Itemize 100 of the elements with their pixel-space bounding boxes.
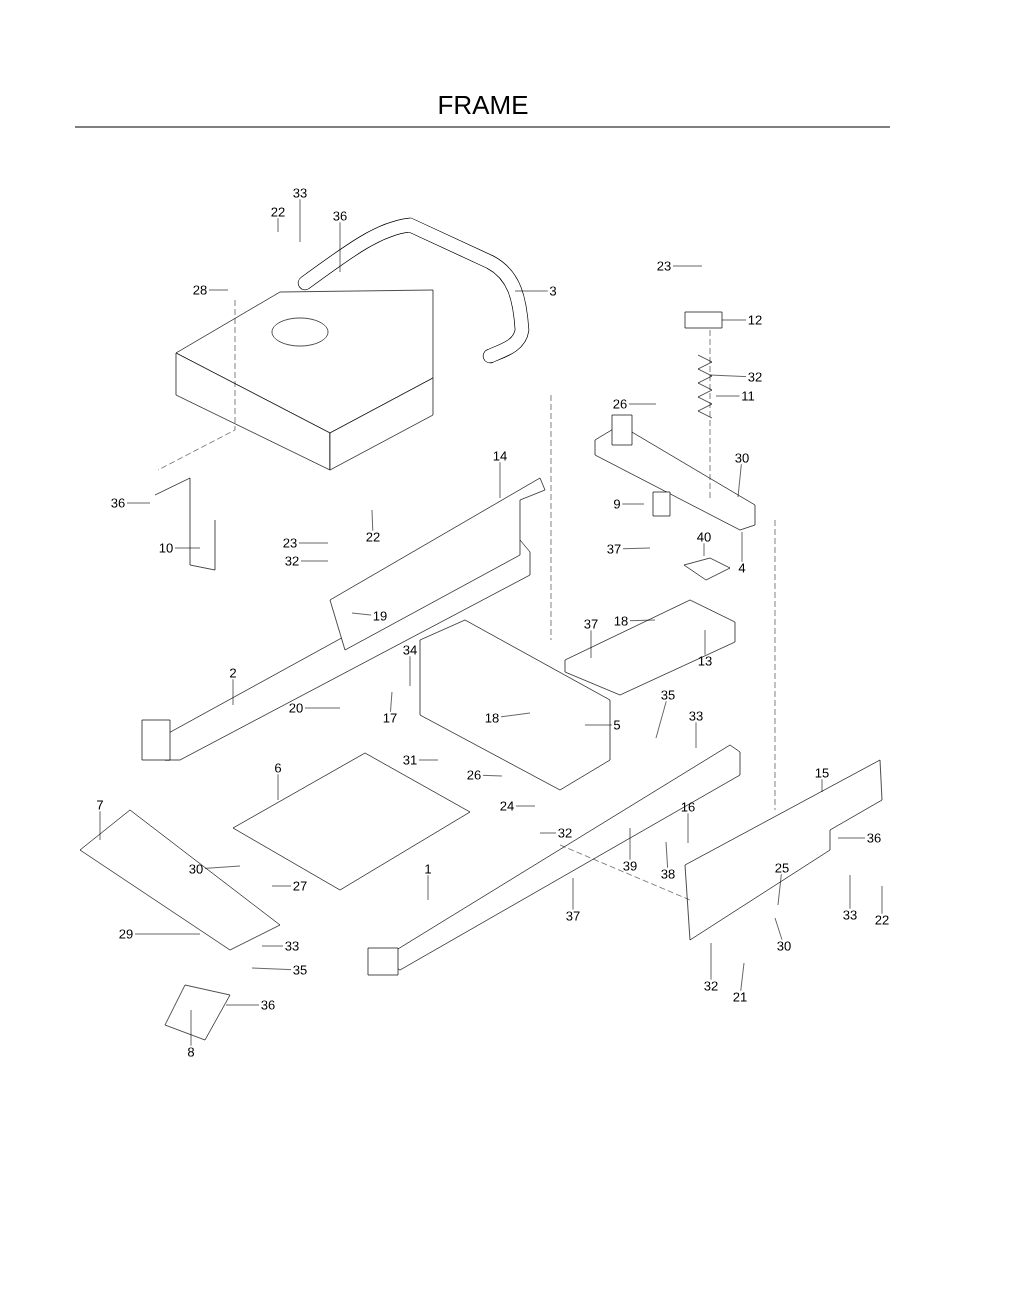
callout-number: 11 [742, 391, 755, 401]
callout-number: 36 [867, 833, 881, 843]
callout-number: 18 [614, 616, 628, 626]
leader-line [584, 724, 612, 726]
leader-line [339, 222, 341, 273]
leader-line [695, 722, 697, 749]
callout-number: 8 [187, 1047, 195, 1057]
leader-line [427, 874, 429, 901]
leader-line [298, 542, 329, 544]
callout-number: 30 [189, 864, 203, 874]
leader-line [204, 865, 241, 869]
leader-line [390, 691, 393, 713]
callout-number: 20 [289, 703, 303, 713]
leader-line [418, 759, 439, 761]
leader-line [622, 547, 651, 550]
leader-line [672, 265, 703, 267]
callout-number: 30 [777, 941, 791, 951]
callout-number: 19 [373, 611, 387, 621]
callout-number: 36 [261, 1000, 275, 1010]
leader-line [409, 656, 411, 687]
callout-number: 26 [467, 770, 481, 780]
leader-line [572, 877, 574, 910]
leader-line [590, 630, 592, 659]
leader-line [134, 933, 201, 935]
callout-number: 12 [748, 315, 762, 325]
callout-number: 35 [661, 690, 675, 700]
callout-number: 1 [425, 864, 431, 874]
leader-line [704, 629, 706, 655]
leader-line [774, 917, 783, 940]
callout-number: 33 [689, 711, 703, 721]
callout-number: 2 [230, 668, 236, 678]
leader-line [777, 874, 782, 906]
callout-number: 10 [159, 543, 173, 553]
leader-line [622, 503, 645, 505]
callout-number: 3 [549, 286, 557, 296]
callout-number: 28 [193, 285, 207, 295]
leader-line [277, 774, 279, 801]
leader-line [655, 701, 667, 739]
leader-line [737, 464, 742, 498]
callout-number: 14 [493, 451, 507, 461]
callout-number: 21 [733, 992, 747, 1002]
title: FRAME [439, 96, 528, 114]
leader-line [126, 502, 151, 504]
callout-number: 23 [283, 538, 297, 548]
leader-line [721, 319, 747, 321]
leader-line [821, 778, 823, 793]
callout-number: 32 [285, 556, 299, 566]
callout-number: 22 [271, 207, 285, 217]
leader-line [225, 1004, 260, 1006]
leader-line [99, 810, 101, 841]
callout-number: 33 [293, 188, 307, 198]
leader-line [208, 289, 229, 291]
callout-number: 32 [558, 828, 572, 838]
leader-line [300, 560, 329, 562]
callout-number: 37 [566, 911, 580, 921]
callout-number: 24 [500, 801, 514, 811]
leader-line [629, 619, 656, 622]
leader-line [837, 837, 866, 839]
leader-line [741, 531, 743, 563]
leader-line [740, 962, 745, 992]
callout-number: 9 [614, 499, 620, 509]
leader-line [687, 813, 689, 844]
callout-number: 32 [704, 981, 718, 991]
leader-line [703, 543, 705, 557]
leader-line [371, 509, 374, 532]
callout-number: 39 [623, 861, 637, 871]
callout-number: 5 [613, 720, 621, 730]
leader-line [628, 403, 657, 405]
leader-line [709, 374, 747, 377]
leader-line [482, 775, 503, 777]
callout-number: 33 [285, 941, 299, 951]
callout-number: 34 [403, 645, 417, 655]
leader-line [629, 827, 631, 860]
leader-line [715, 395, 740, 397]
callout-number: 37 [584, 619, 598, 629]
leader-line [665, 841, 668, 868]
leader-line [500, 712, 531, 718]
callout-number: 32 [748, 372, 762, 382]
callout-number: 26 [613, 399, 627, 409]
callout-number: 29 [119, 929, 133, 939]
callout-number: 15 [815, 768, 829, 778]
leader-line [261, 945, 284, 947]
leader-line [232, 678, 234, 706]
leader-line [271, 885, 292, 887]
leader-line [277, 217, 279, 233]
leader-line [251, 967, 292, 970]
callout-number: 27 [293, 881, 307, 891]
callout-number: 18 [485, 713, 499, 723]
leader-line [351, 612, 372, 616]
leader-line [849, 874, 851, 909]
callout-number: 36 [111, 498, 125, 508]
leader-line [539, 832, 557, 834]
leader-line [304, 707, 341, 709]
leader-line [299, 199, 301, 243]
callout-number: 16 [681, 802, 695, 812]
callout-number: 38 [661, 869, 675, 879]
callout-number: 13 [698, 656, 712, 666]
callout-number: 4 [738, 563, 746, 573]
callout-number: 7 [97, 800, 103, 810]
callout-number: 35 [293, 965, 307, 975]
